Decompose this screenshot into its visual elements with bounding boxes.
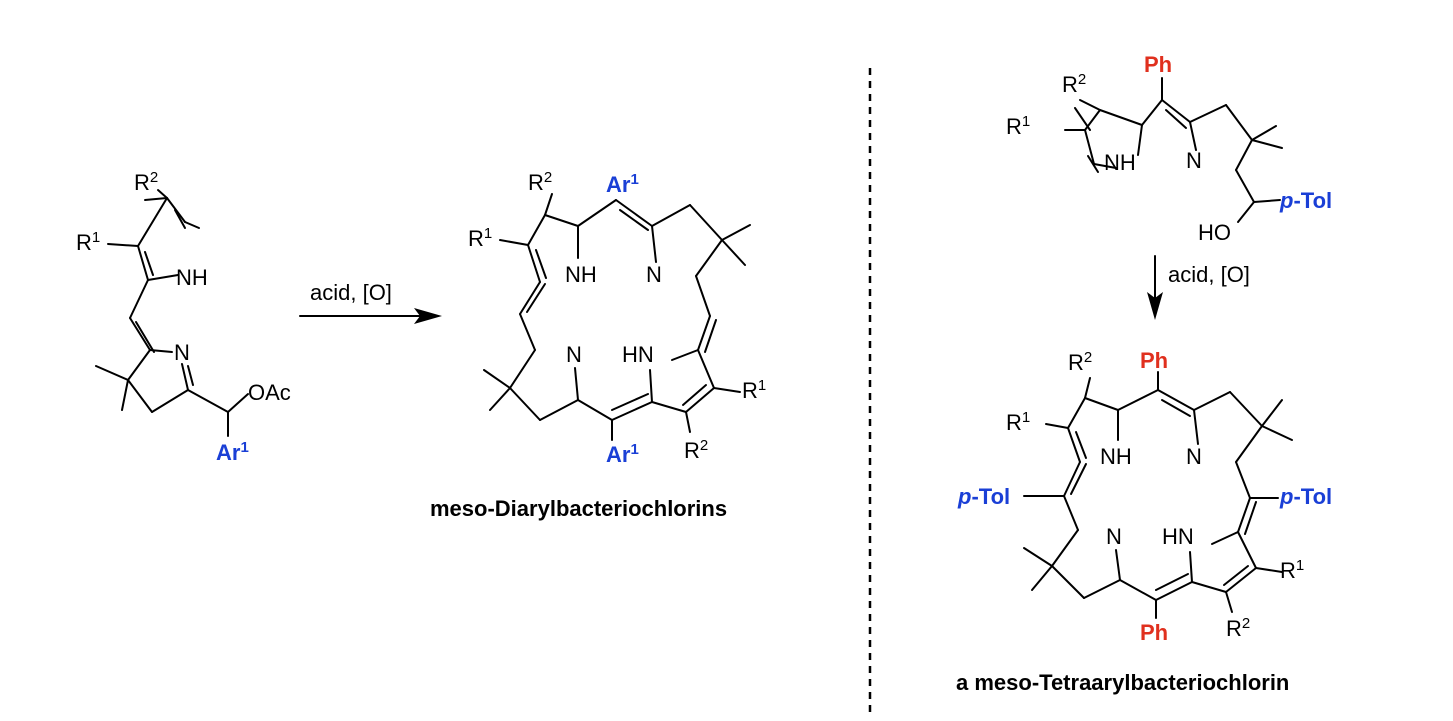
ptol-label: p-Tol — [1279, 188, 1332, 213]
ph-label: Ph — [1144, 52, 1172, 77]
hn-label: HN — [622, 342, 654, 367]
oac-label: OAc — [248, 380, 291, 405]
r1-right-label: R1 — [742, 377, 766, 403]
ar1-bottom-label: Ar1 — [606, 441, 639, 467]
tetraaryl-bacteriochlorin: R2 Ph R1 NH N p-Tol p-Tol N HN R1 Ph R2 … — [956, 348, 1332, 695]
r1-label: R1 — [1006, 409, 1030, 435]
hn-label: HN — [1162, 524, 1194, 549]
r1-label: R1 — [76, 229, 100, 255]
r2-label: R2 — [1068, 349, 1092, 375]
ph-bottom-label: Ph — [1140, 620, 1168, 645]
r2-label: R2 — [134, 169, 158, 195]
n-label: N — [1186, 148, 1202, 173]
n-bottom-label: N — [566, 342, 582, 367]
r2-label: R2 — [1062, 71, 1086, 97]
n-bottom-label: N — [1106, 524, 1122, 549]
ptol-right-label: p-Tol — [1279, 484, 1332, 509]
r1-label: R1 — [468, 225, 492, 251]
conditions-right: acid, [O] — [1168, 262, 1250, 287]
reaction-arrow-down: acid, [O] — [1147, 255, 1250, 320]
r1-label: R1 — [1006, 113, 1030, 139]
nh-label: NH — [176, 265, 208, 290]
ar1-top-label: Ar1 — [606, 171, 639, 197]
caption-diaryl: meso-Diarylbacteriochlorins — [430, 496, 727, 521]
ptol-left-label: p-Tol — [957, 484, 1010, 509]
ph-top-label: Ph — [1140, 348, 1168, 373]
reaction-arrow-left: acid, [O] — [299, 280, 442, 324]
r2-bottom-label: R2 — [684, 437, 708, 463]
r2-bottom-label: R2 — [1226, 615, 1250, 641]
conditions-left: acid, [O] — [310, 280, 392, 305]
caption-tetraaryl: a meso-Tetraarylbacteriochlorin — [956, 670, 1289, 695]
left-precursor: R2 R1 NH N OAc Ar1 — [76, 169, 291, 465]
n-top-label: N — [1186, 444, 1202, 469]
ar1-label: Ar1 — [216, 439, 249, 465]
right-precursor: R2 Ph R1 NH N p-Tol HO — [1006, 52, 1332, 245]
r1-right-label: R1 — [1280, 557, 1304, 583]
nh-label: NH — [1104, 150, 1136, 175]
n-top-label: N — [646, 262, 662, 287]
nh-label: NH — [565, 262, 597, 287]
diaryl-bacteriochlorin: R2 Ar1 R1 NH N N HN R1 Ar1 R2 meso-Diary… — [430, 169, 766, 521]
r2-label: R2 — [528, 169, 552, 195]
n-label: N — [174, 340, 190, 365]
nh-label: NH — [1100, 444, 1132, 469]
ho-label: HO — [1198, 220, 1231, 245]
